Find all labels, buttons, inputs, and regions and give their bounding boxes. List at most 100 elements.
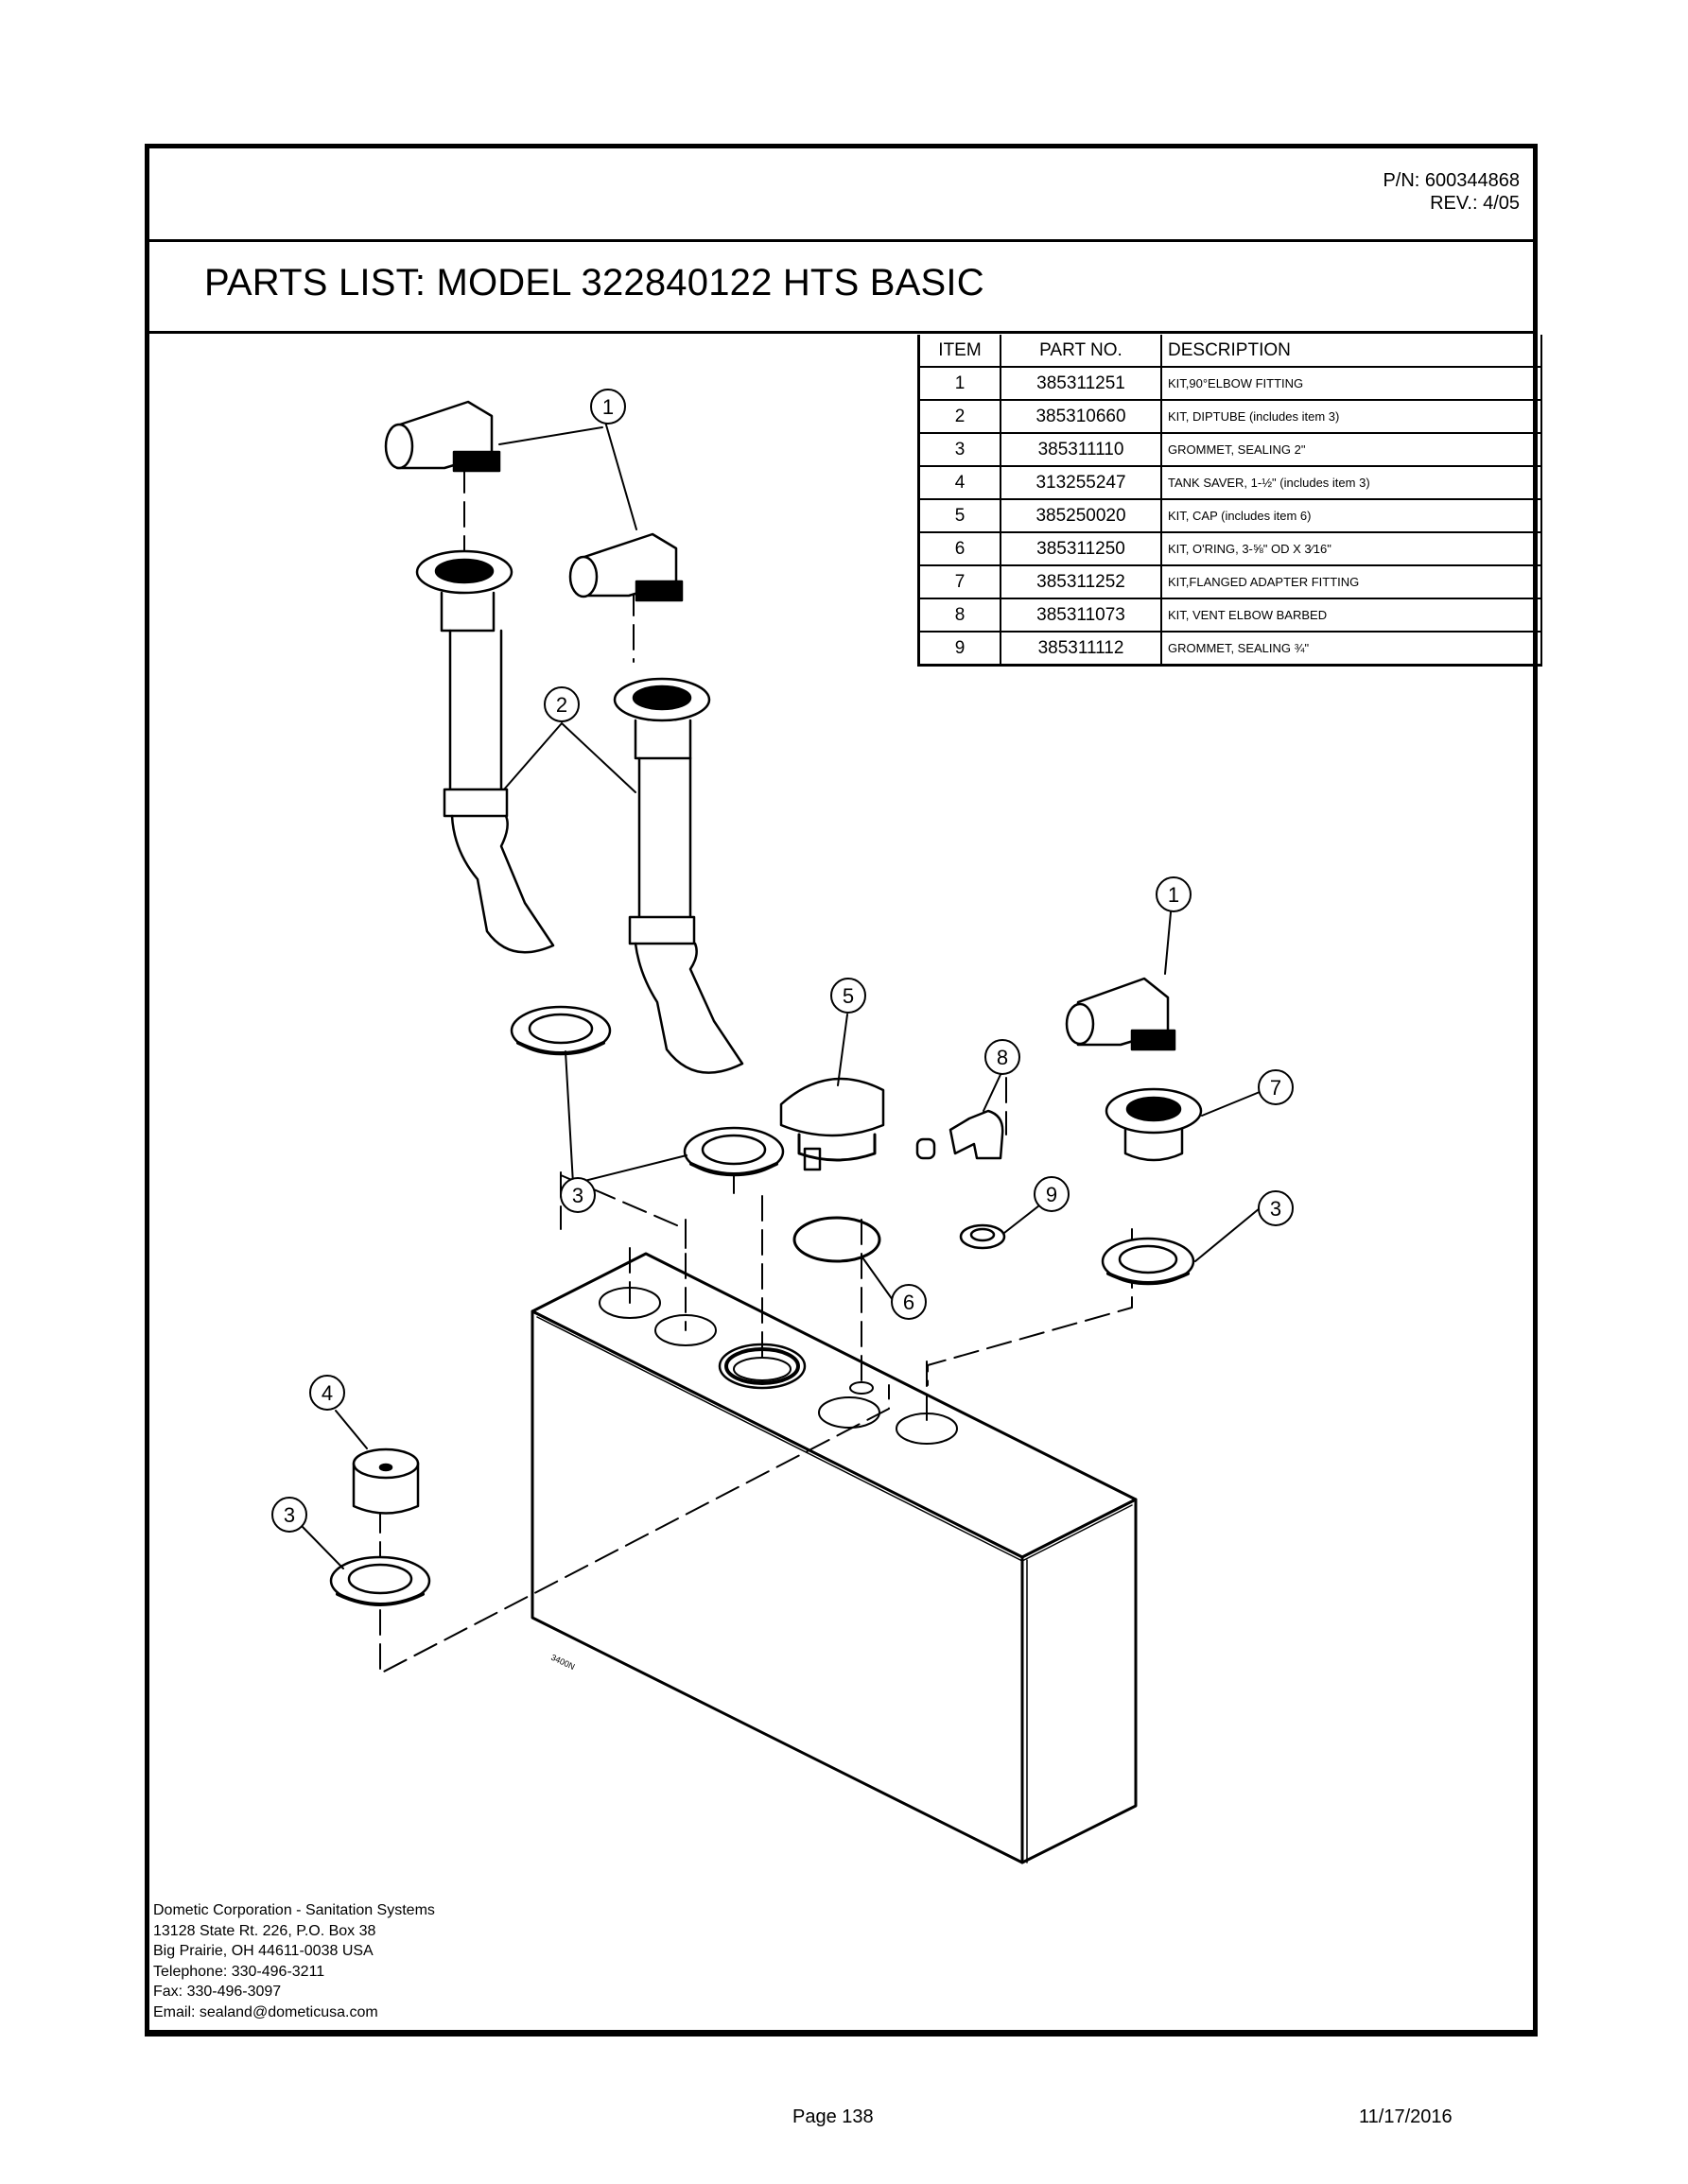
grommet-3b — [683, 1126, 785, 1177]
telephone: Telephone: 330-496-3211 — [153, 1963, 325, 1980]
diptube-2a — [415, 549, 555, 954]
item-number: 2 — [918, 400, 1001, 434]
email: Email: sealand@dometicusa.com — [153, 2003, 378, 2020]
company-name: Dometic Corporation - Sanitation Systems — [153, 1902, 435, 1918]
svg-text:3: 3 — [284, 1503, 295, 1527]
tank-label: 3400N — [549, 1653, 576, 1672]
page-title: PARTS LIST: MODEL 322840122 HTS BASIC — [204, 262, 984, 303]
part-number-cell: 385311110 — [1001, 433, 1162, 467]
title-divider — [149, 331, 1533, 334]
print-date: 11/17/2016 — [1359, 2106, 1453, 2127]
elbow-fitting-1a — [384, 400, 501, 473]
grommet-3d — [329, 1555, 431, 1606]
svg-text:5: 5 — [843, 984, 854, 1008]
elbow-fitting-1b — [568, 532, 684, 602]
page-number: Page 138 — [792, 2106, 874, 2127]
vent-elbow-8 — [915, 1109, 1004, 1160]
column-header-description: DESCRIPTION — [1161, 335, 1542, 368]
description-cell: TANK SAVER, 1-½" (includes item 3) — [1161, 466, 1542, 500]
cap-5 — [779, 1077, 885, 1171]
svg-text:3: 3 — [572, 1184, 583, 1207]
part-number-cell: 385250020 — [1001, 499, 1162, 533]
callout-3: 3 — [271, 1497, 307, 1533]
o-ring-6 — [792, 1216, 881, 1263]
item-number: 3 — [918, 433, 1001, 467]
callout-7: 7 — [1258, 1069, 1294, 1105]
revision: REV.: 4/05 — [1430, 193, 1520, 214]
elbow-fitting-1c — [1065, 977, 1176, 1051]
callout-1: 1 — [1156, 876, 1192, 912]
description-cell: KIT,90°ELBOW FITTING — [1161, 367, 1542, 401]
part-number: P/N: 600344868 — [1383, 170, 1520, 191]
svg-text:9: 9 — [1046, 1183, 1057, 1206]
svg-text:1: 1 — [602, 395, 614, 419]
svg-text:2: 2 — [556, 693, 567, 717]
svg-text:7: 7 — [1270, 1076, 1281, 1100]
svg-text:3: 3 — [1270, 1197, 1281, 1221]
part-number-cell: 385311112 — [1001, 632, 1162, 666]
description-cell: KIT, DIPTUBE (includes item 3) — [1161, 400, 1542, 434]
part-number-block: P/N: 600344868 REV.: 4/05 — [1383, 169, 1520, 215]
column-header-item: ITEM — [918, 335, 1001, 368]
description-cell: GROMMET, SEALING ¾" — [1161, 632, 1542, 666]
svg-text:6: 6 — [903, 1291, 914, 1314]
grommet-3c — [1101, 1237, 1195, 1286]
item-number: 1 — [918, 367, 1001, 401]
description-cell: GROMMET, SEALING 2" — [1161, 433, 1542, 467]
part-number-cell: 313255247 — [1001, 466, 1162, 500]
part-number-cell: 385311252 — [1001, 565, 1162, 599]
fax: Fax: 330-496-3097 — [153, 1984, 282, 2000]
description-cell: KIT,FLANGED ADAPTER FITTING — [1161, 565, 1542, 599]
description-cell: KIT, CAP (includes item 6) — [1161, 499, 1542, 533]
tank-saver-4 — [352, 1447, 420, 1515]
flanged-adapter-7 — [1105, 1087, 1203, 1162]
part-number-cell: 385311073 — [1001, 598, 1162, 633]
description-cell: KIT, O'RING, 3-⅝" OD X 3⁄16" — [1161, 532, 1542, 566]
callout-6: 6 — [891, 1284, 927, 1320]
drawing-frame: P/N: 600344868 REV.: 4/05 PARTS LIST: MO… — [145, 144, 1542, 2037]
callout-8: 8 — [984, 1039, 1020, 1075]
diptube-2b — [613, 677, 744, 1074]
svg-text:8: 8 — [997, 1046, 1008, 1069]
item-number: 7 — [918, 565, 1001, 599]
callout-1: 1 — [590, 389, 626, 425]
parts-table-header: ITEM PART NO. DESCRIPTION — [918, 335, 1542, 368]
column-header-part-no: PART NO. — [1001, 335, 1162, 368]
callout-5: 5 — [830, 978, 866, 1014]
item-number: 5 — [918, 499, 1001, 533]
city-state-zip: Big Prairie, OH 44611-0038 USA — [153, 1943, 374, 1959]
description-cell: KIT, VENT ELBOW BARBED — [1161, 598, 1542, 633]
callout-2: 2 — [544, 686, 580, 722]
callout-9: 9 — [1034, 1176, 1070, 1212]
svg-text:1: 1 — [1168, 883, 1179, 907]
item-number: 4 — [918, 466, 1001, 500]
grommet-9 — [959, 1223, 1006, 1250]
grommet-3a — [510, 1005, 612, 1056]
item-number: 8 — [918, 598, 1001, 633]
item-number: 9 — [918, 632, 1001, 666]
part-number-cell: 385310660 — [1001, 400, 1162, 434]
part-number-cell: 385311251 — [1001, 367, 1162, 401]
street-address: 13128 State Rt. 226, P.O. Box 38 — [153, 1922, 376, 1939]
leader-lines — [301, 421, 1261, 1569]
callout-4: 4 — [309, 1375, 345, 1411]
company-address: Dometic Corporation - Sanitation Systems… — [153, 1900, 435, 2022]
part-number-cell: 385311250 — [1001, 532, 1162, 566]
svg-text:4: 4 — [322, 1381, 333, 1405]
item-number: 6 — [918, 532, 1001, 566]
holding-tank: 3400N — [531, 1252, 1138, 1864]
callout-3: 3 — [560, 1177, 596, 1213]
header-divider — [149, 239, 1533, 242]
callout-3: 3 — [1258, 1190, 1294, 1226]
